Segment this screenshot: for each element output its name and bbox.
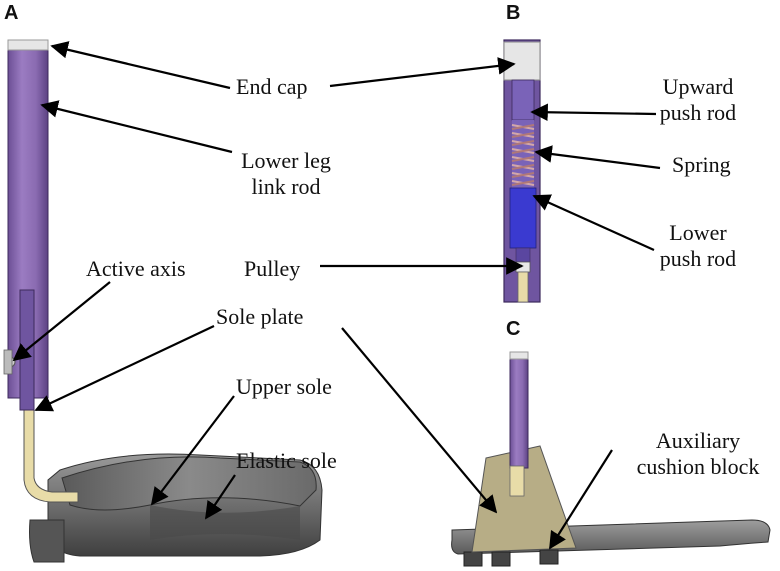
label-auxiliary-cushion-block: Auxiliary cushion block <box>618 428 778 480</box>
label-pulley: Pulley <box>244 256 301 281</box>
label-lower-leg-line-2: link rod <box>251 174 321 199</box>
end-cap-shape <box>7 39 49 51</box>
spring-shape <box>511 124 535 186</box>
label-end-cap: End cap <box>236 74 308 99</box>
panel-label-b: B <box>506 2 521 24</box>
upward-push-rod-shape <box>511 79 535 121</box>
label-active-axis: Active axis <box>86 256 186 281</box>
label-upward-push-rod: Upward push rod <box>650 74 746 126</box>
label-upper-sole: Upper sole <box>236 374 332 399</box>
panel-b-drawing <box>503 39 541 303</box>
label-lower-push-line-2: push rod <box>659 246 737 271</box>
label-lower-leg-line-1: Lower leg <box>241 148 331 173</box>
leader-lines <box>12 41 661 550</box>
label-lower-push-line-1: Lower <box>669 220 727 245</box>
panel-label-a: A <box>4 2 19 24</box>
panel-label-c: C <box>506 318 521 340</box>
panel-c-drawing <box>451 351 771 567</box>
lower-push-rod-shape <box>509 187 537 249</box>
label-spring: Spring <box>672 152 731 177</box>
label-lower-leg-link-rod: Lower leg link rod <box>236 148 336 200</box>
label-sole-plate: Sole plate <box>216 304 304 329</box>
label-auxiliary-line-1: Auxiliary <box>655 428 741 453</box>
upper-sole-shape <box>61 456 317 511</box>
b-end-cap-shape <box>503 41 541 81</box>
label-upward-line-2: push rod <box>659 100 737 125</box>
label-upward-line-1: Upward <box>662 74 734 99</box>
label-elastic-sole: Elastic sole <box>236 448 337 473</box>
label-lower-push-rod: Lower push rod <box>650 220 746 272</box>
label-auxiliary-line-2: cushion block <box>636 454 760 479</box>
c-rod-shape <box>509 357 529 469</box>
panel-a-drawing <box>3 39 323 563</box>
